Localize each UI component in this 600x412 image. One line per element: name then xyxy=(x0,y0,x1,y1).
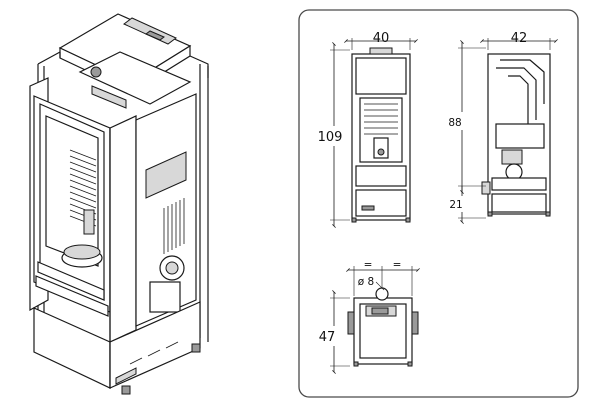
side-height-label: 88 xyxy=(448,117,461,129)
foot-right xyxy=(191,343,201,353)
dimensions-frame xyxy=(298,9,579,398)
side-panel xyxy=(109,115,137,343)
front-view: 40 109 xyxy=(314,31,418,228)
knob-icon xyxy=(90,66,102,78)
base-vent-slots xyxy=(129,341,179,365)
flue-top xyxy=(369,47,393,55)
hopper-lid xyxy=(91,85,127,109)
top-view: = = ø 8 47 xyxy=(314,259,420,374)
fan-housing xyxy=(149,281,181,313)
base-front-panel xyxy=(33,307,111,389)
front-width-label: 40 xyxy=(373,31,390,46)
foot-front xyxy=(121,385,131,395)
top-depth-label: 47 xyxy=(319,330,336,345)
top-equal-right-label: = xyxy=(393,259,402,271)
top-equal-left-label: = xyxy=(364,259,373,271)
burn-pot-slot xyxy=(83,209,95,235)
isometric-stove-view xyxy=(29,13,209,395)
display-screen xyxy=(145,30,165,41)
pipe-diameter-label: ø 8 xyxy=(358,276,374,288)
side-outlet-height-label: 21 xyxy=(449,199,462,211)
front-height-label: 109 xyxy=(318,130,343,145)
side-outlet xyxy=(481,181,491,195)
heat-exchanger-fins xyxy=(163,198,185,254)
side-view: 42 88 21 xyxy=(444,31,558,224)
pipe-outlet-icon xyxy=(375,287,389,301)
side-depth-label: 42 xyxy=(511,31,528,46)
